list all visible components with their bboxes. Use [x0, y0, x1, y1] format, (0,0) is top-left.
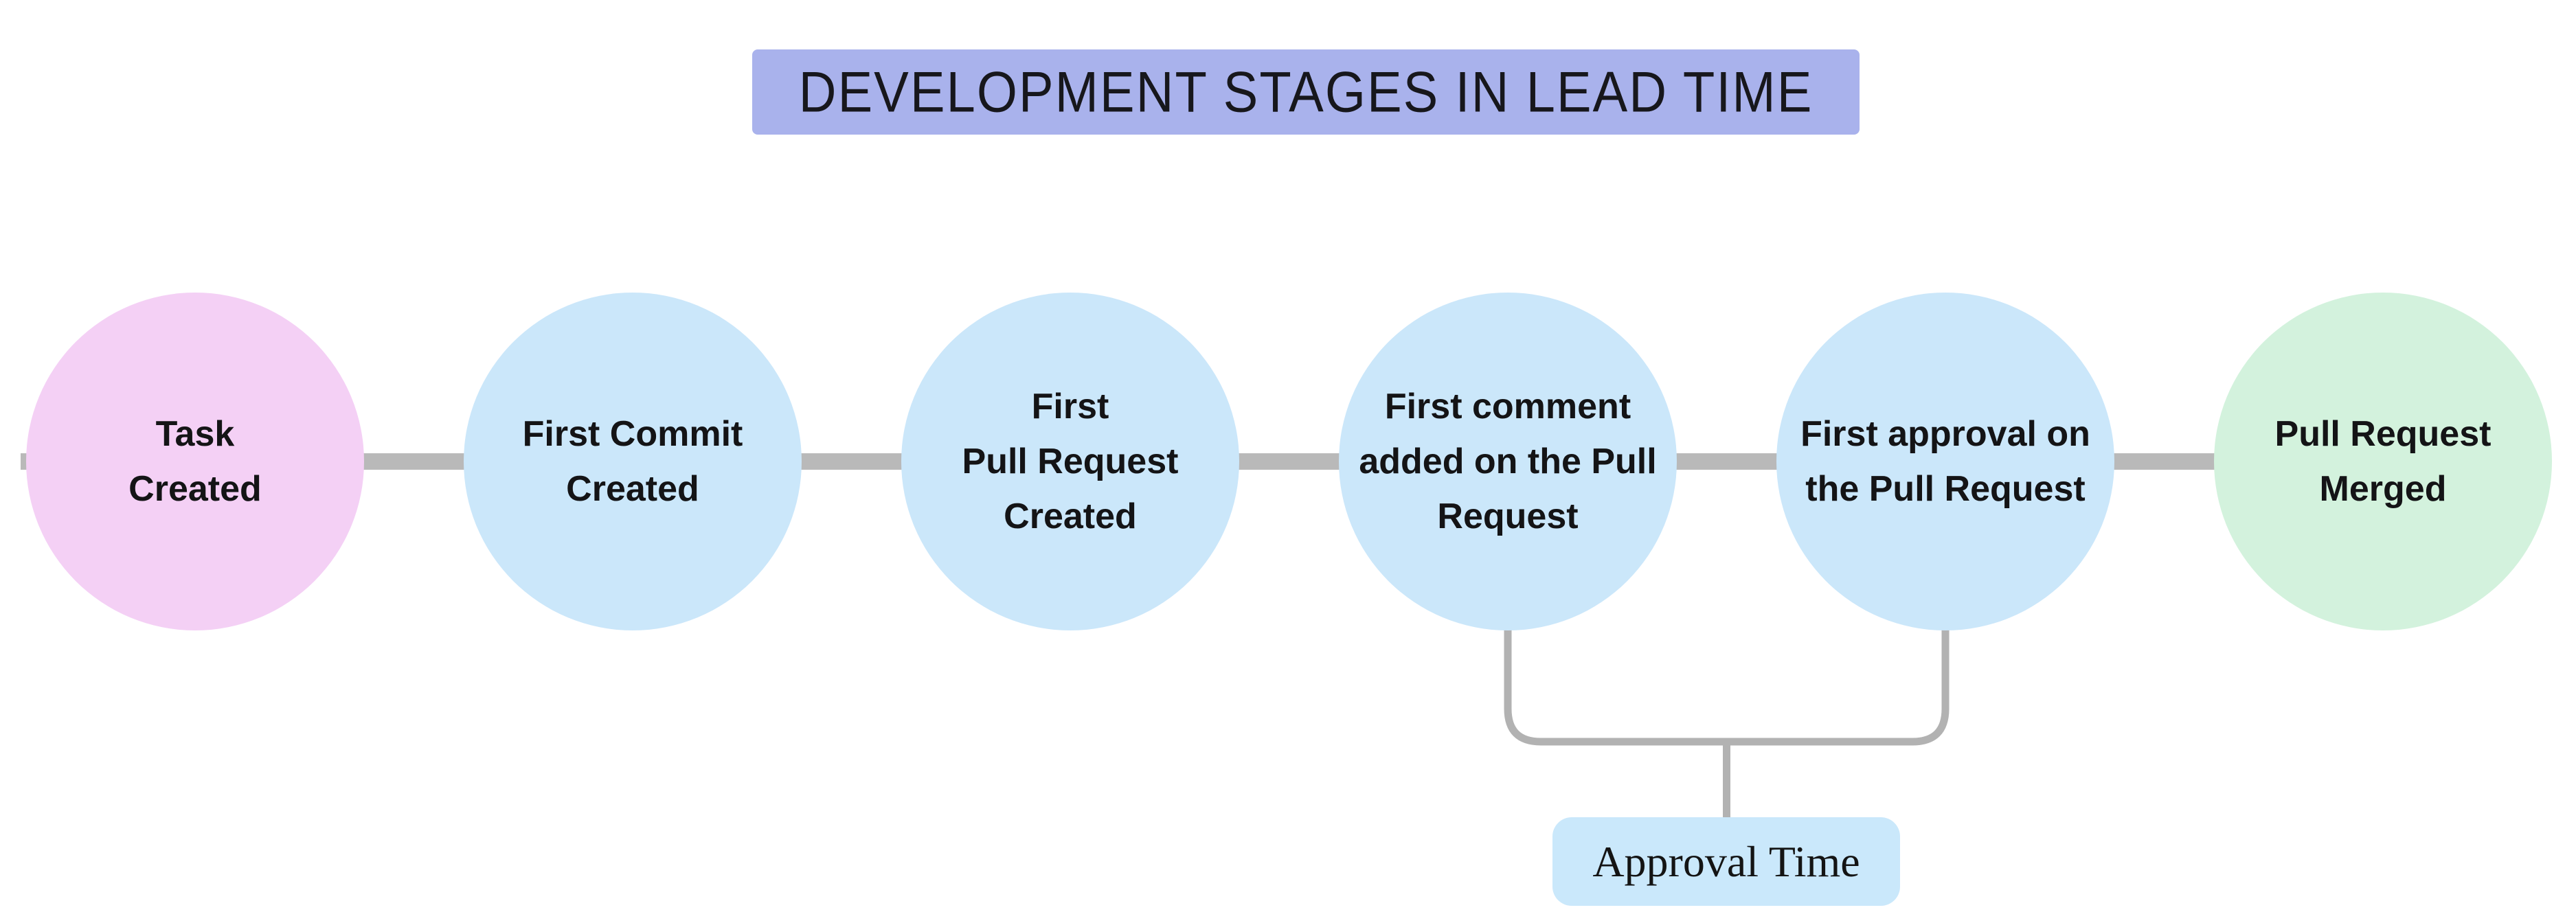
stage-circle-4: First approval on the Pull Request	[1776, 293, 2114, 630]
stage-label: Pull Request Merged	[2274, 414, 2492, 509]
title-banner: DEVELOPMENT STAGES IN LEAD TIME	[752, 49, 1860, 135]
stage-circle-0: Task Created	[26, 293, 364, 630]
stage-label: First Pull Request Created	[962, 387, 1179, 536]
approval-time-label-box: Approval Time	[1552, 817, 1900, 906]
stage-circle-1: First Commit Created	[464, 293, 802, 630]
bracket-curve-path	[1504, 628, 1950, 746]
page-title: DEVELOPMENT STAGES IN LEAD TIME	[798, 60, 1814, 124]
stage-label: First approval on the Pull Request	[1800, 414, 2090, 509]
stage-circle-2: First Pull Request Created	[901, 293, 1239, 630]
stage-circle-5: Pull Request Merged	[2214, 293, 2552, 630]
stage-label: Task Created	[128, 414, 262, 509]
approval-time-label: Approval Time	[1592, 836, 1860, 886]
stage-label: First comment added on the Pull Request	[1359, 387, 1657, 536]
stage-circle-3: First comment added on the Pull Request	[1339, 293, 1677, 630]
stage-label: First Commit Created	[522, 414, 743, 509]
